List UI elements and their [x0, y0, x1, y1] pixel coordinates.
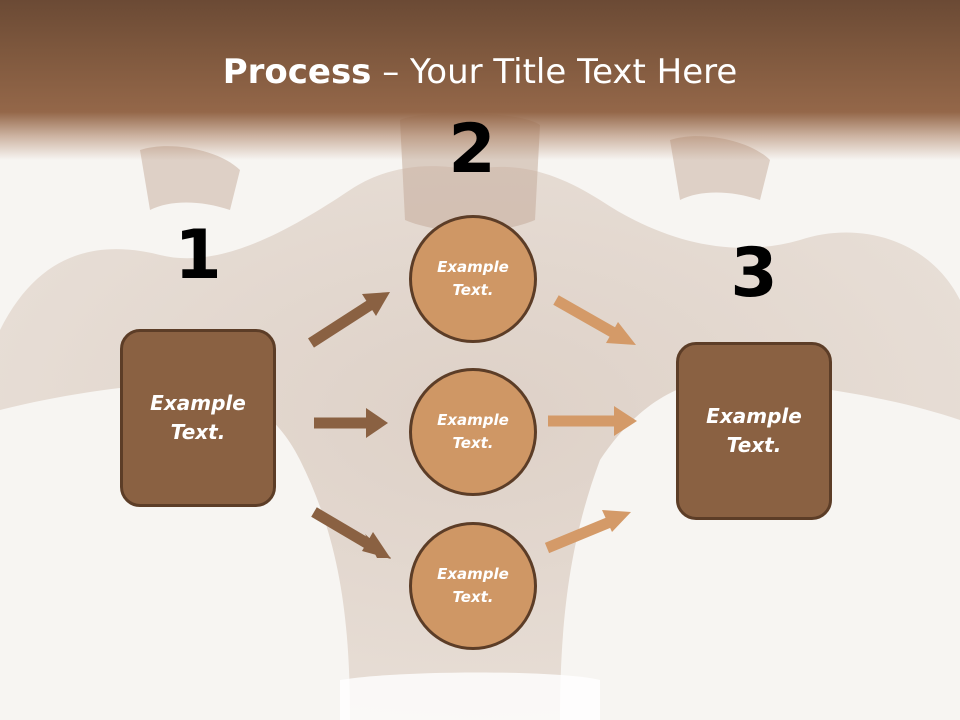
title-rest-part: – Your Title Text Here: [371, 52, 738, 92]
step-2-circle-top[interactable]: Example Text.: [409, 215, 537, 343]
title-bold-part: Process: [222, 52, 372, 92]
step-2-circle-middle-text: Example Text.: [437, 411, 509, 452]
step-2-circle-bottom-text: Example Text.: [437, 565, 509, 606]
slide-title: Process – Your Title Text Here: [0, 52, 960, 92]
step-number-2: 2: [448, 110, 496, 189]
step-2-circle-middle[interactable]: Example Text.: [409, 368, 537, 496]
step-number-3: 3: [730, 234, 778, 313]
step-1-box-text: Example Text.: [150, 391, 246, 444]
title-band: [0, 0, 960, 160]
step-1-box[interactable]: Example Text.: [120, 329, 276, 507]
step-number-1: 1: [174, 216, 222, 295]
step-3-box[interactable]: Example Text.: [676, 342, 832, 520]
step-2-circle-bottom[interactable]: Example Text.: [409, 522, 537, 650]
step-2-circle-top-text: Example Text.: [437, 258, 509, 299]
step-3-box-text: Example Text.: [706, 404, 802, 457]
